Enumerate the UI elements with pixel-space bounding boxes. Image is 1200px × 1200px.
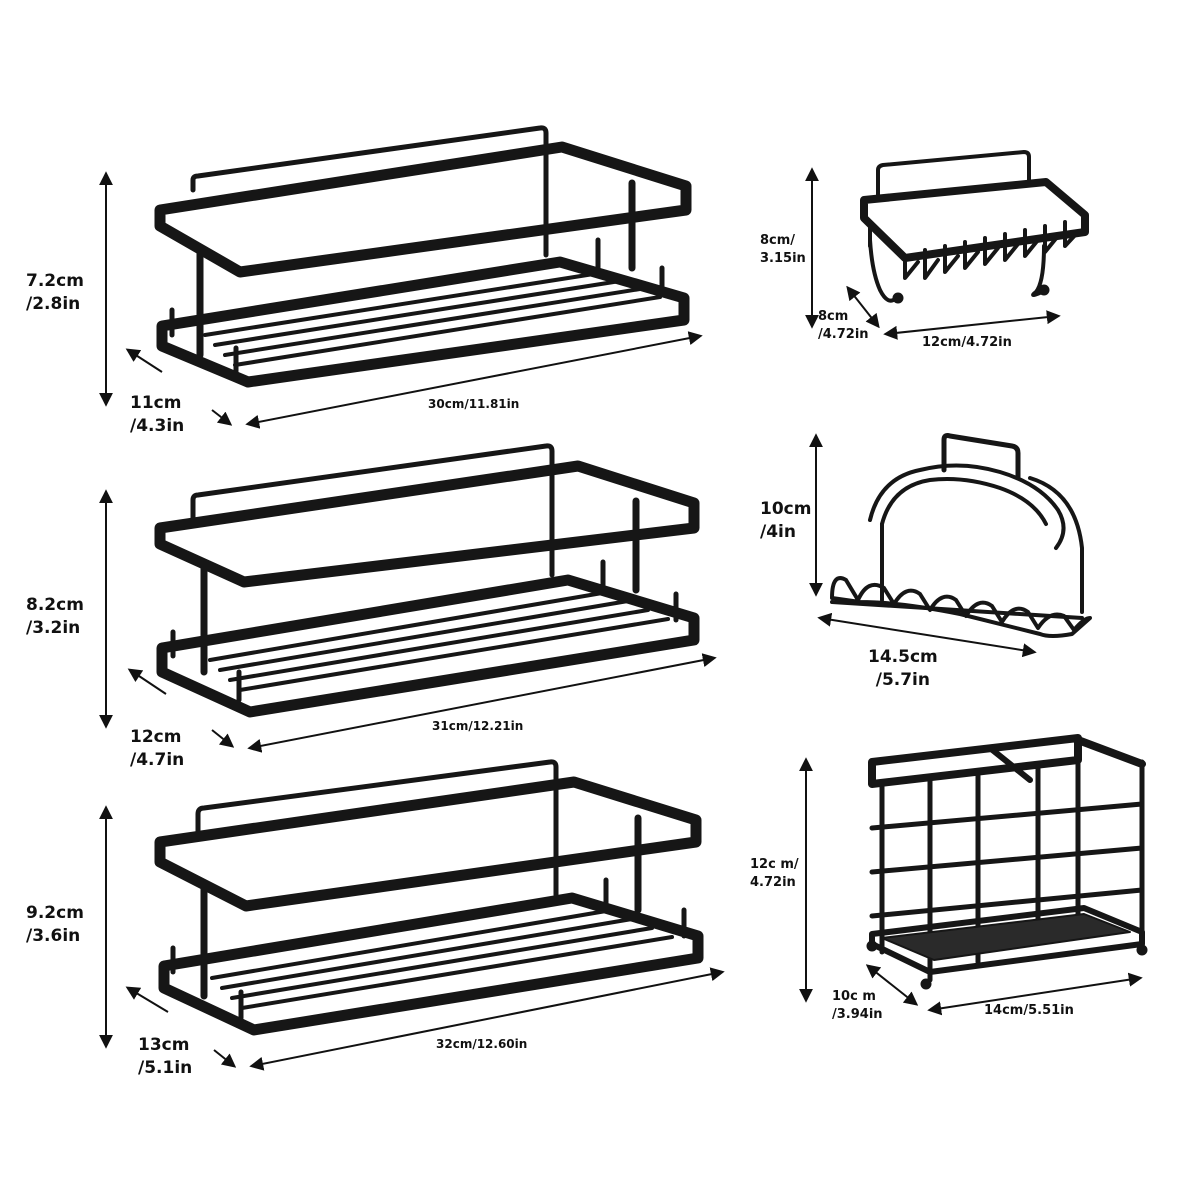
shelf-small-depth-label: 11cm /4.3in: [130, 393, 185, 436]
soap-holder-illustration: [860, 150, 1089, 304]
shelf-small-illustration: [154, 125, 692, 388]
towel-rack-illustration: [830, 433, 1092, 638]
shelf-small-width-arrow: [245, 331, 703, 429]
shelf-medium-depth-arrow-a: [127, 668, 167, 695]
toothbrush-holder-illustration: [866, 734, 1148, 990]
toothbrush-holder-depth-label: 10c m /3.94in: [832, 989, 883, 1022]
soap-holder-depth-arrow: [846, 285, 880, 329]
toothbrush-holder-width-label: 14cm/5.51in: [984, 1003, 1074, 1018]
shelf-small-width-label: 30cm/11.81in: [428, 397, 520, 411]
shelf-large-depth-arrow-b: [213, 1049, 237, 1068]
toothbrush-holder-height-label: 12c m/ 4.72in: [750, 857, 799, 890]
soap-holder-height-label: 8cm/ 3.15in: [760, 233, 806, 266]
shelf-large-depth-label: 13cm /5.1in: [138, 1035, 193, 1078]
shelf-medium-depth-label: 12cm /4.7in: [130, 727, 185, 770]
soap-holder-depth-label: 8cm /4.72in: [818, 309, 869, 342]
towel-rack-width-arrow: [817, 612, 1037, 658]
shelf-small-depth-arrow-b: [211, 409, 233, 426]
shelf-medium-height-label: 8.2cm /3.2in: [26, 595, 84, 638]
toothbrush-holder-width-arrow: [927, 972, 1143, 1016]
toothbrush-holder-depth-arrow: [865, 964, 919, 1006]
soap-holder-width-arrow: [883, 310, 1061, 340]
towel-rack-width-label: 14.5cm /5.7in: [868, 647, 938, 690]
shelf-large-width-arrow: [249, 967, 725, 1071]
shelf-small-height-label: 7.2cm /2.8in: [26, 271, 84, 314]
shelf-small-depth-arrow-a: [125, 348, 163, 373]
shelf-large-depth-arrow-a: [125, 986, 169, 1013]
shelf-medium-illustration: [154, 443, 700, 718]
shelf-large-width-label: 32cm/12.60in: [436, 1037, 528, 1051]
soap-holder-width-label: 12cm/4.72in: [922, 335, 1012, 350]
shelf-large-height-label: 9.2cm /3.6in: [26, 903, 84, 946]
shelf-medium-depth-arrow-b: [211, 729, 235, 748]
shelf-medium-width-arrow: [247, 653, 717, 753]
shelf-medium-width-label: 31cm/12.21in: [432, 719, 524, 733]
shelf-large-illustration: [154, 759, 704, 1036]
towel-rack-height-label: 10cm /4in: [760, 499, 812, 542]
